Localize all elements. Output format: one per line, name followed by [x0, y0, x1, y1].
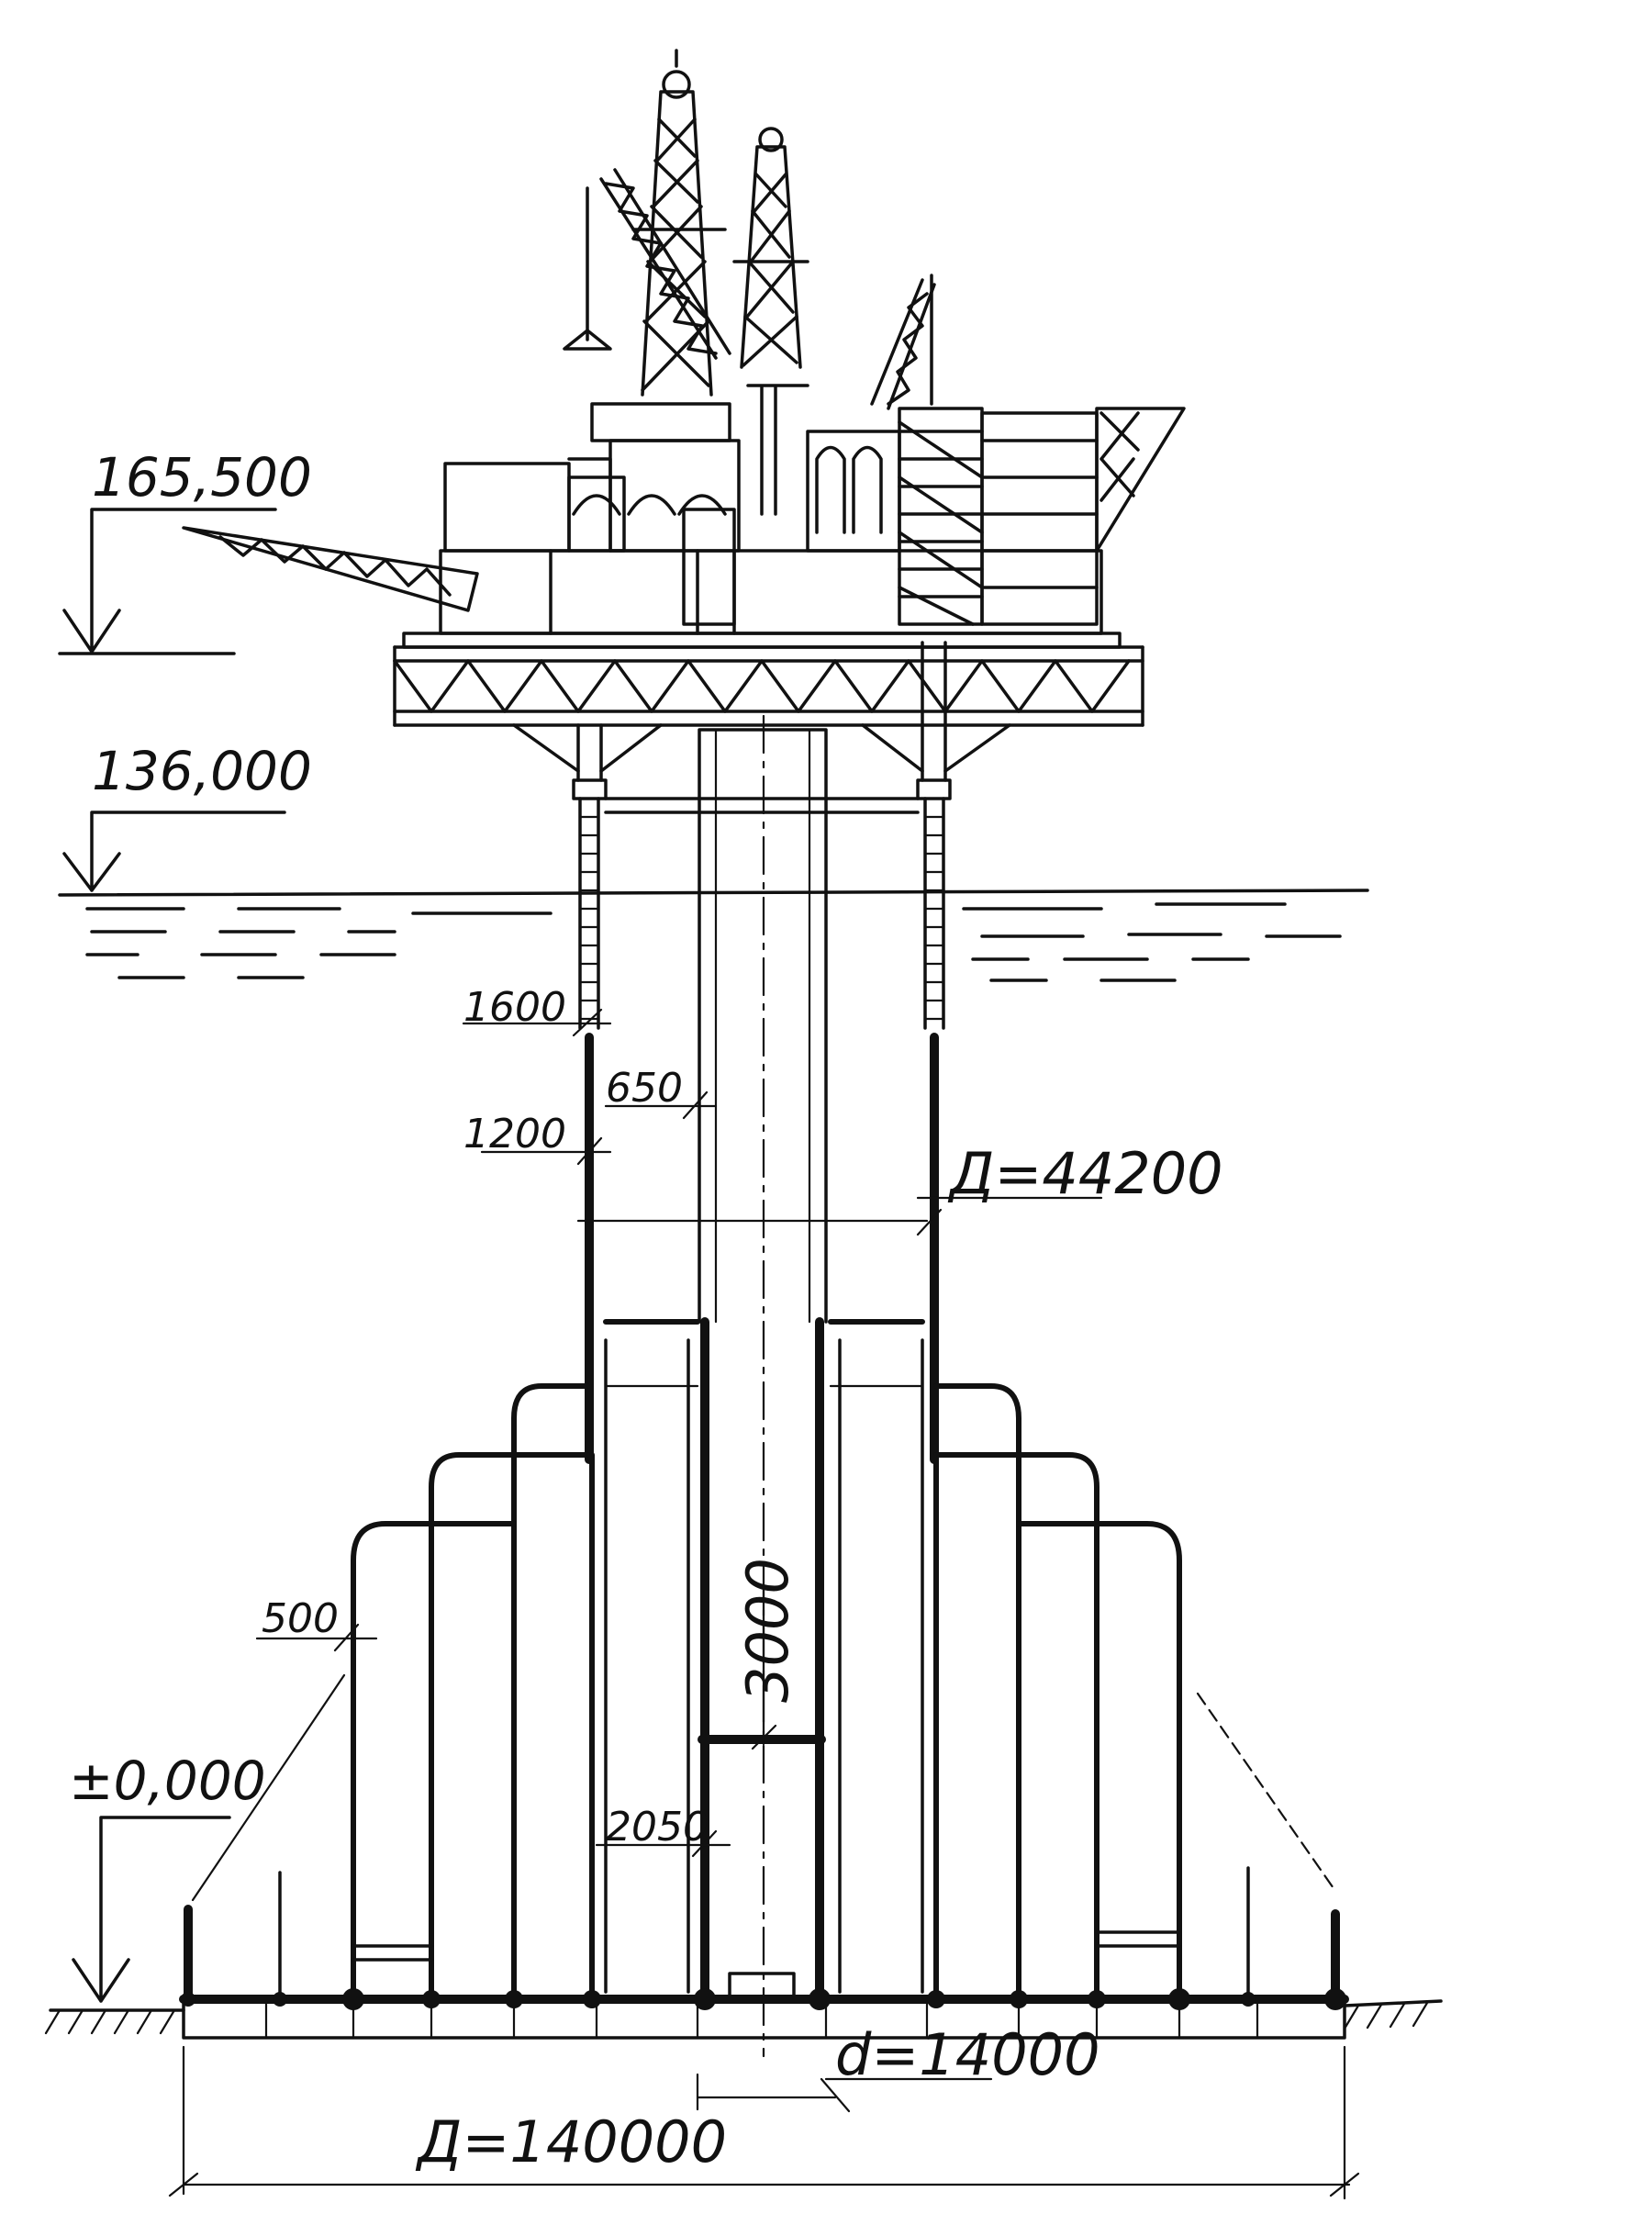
cantilever-boom — [182, 526, 479, 612]
dim-shaft-wall-top: 1600 — [463, 984, 566, 1031]
elevation-seabed-label: ±0,000 — [69, 1750, 266, 1812]
elevation-sea-label: 136,000 — [92, 740, 312, 802]
caisson-cells — [184, 1338, 1340, 2001]
dim-lower-wall: 2050 — [606, 1804, 709, 1851]
central-shaft — [603, 714, 925, 2058]
sea-surface — [58, 889, 1369, 982]
drilling-derrick-left — [631, 49, 727, 397]
deck-modules — [402, 384, 1186, 649]
dim-base-diameter: Д=140000 — [415, 2108, 727, 2175]
joint-nodes — [181, 1988, 1346, 2010]
labels: 165,500 136,000 ±0,000 1600 650 1200 Д=4… — [69, 446, 1223, 2175]
dim-shaft-wall: 1200 — [463, 1111, 566, 1157]
dim-shaft-diameter: Д=44200 — [947, 1140, 1223, 1207]
crane-top-right — [870, 274, 936, 410]
outer-shafts — [578, 797, 945, 1464]
dim-partition: 3000 — [734, 1558, 801, 1703]
topsides — [182, 49, 1186, 800]
elevation-marks — [58, 508, 286, 2003]
elevation-deck-label: 165,500 — [92, 446, 312, 509]
dim-inner-diameter: d=14000 — [835, 2021, 1100, 2088]
drilling-derrick-right — [732, 127, 809, 369]
crane-top-left — [563, 168, 731, 360]
dim-cell-wall: 500 — [262, 1595, 339, 1642]
dimension-lines — [168, 1008, 1360, 2200]
dim-inner-wall: 650 — [606, 1065, 683, 1112]
base-slab — [44, 1988, 1443, 2040]
deck-support-legs — [512, 641, 1011, 800]
truss-deck — [393, 645, 1144, 727]
